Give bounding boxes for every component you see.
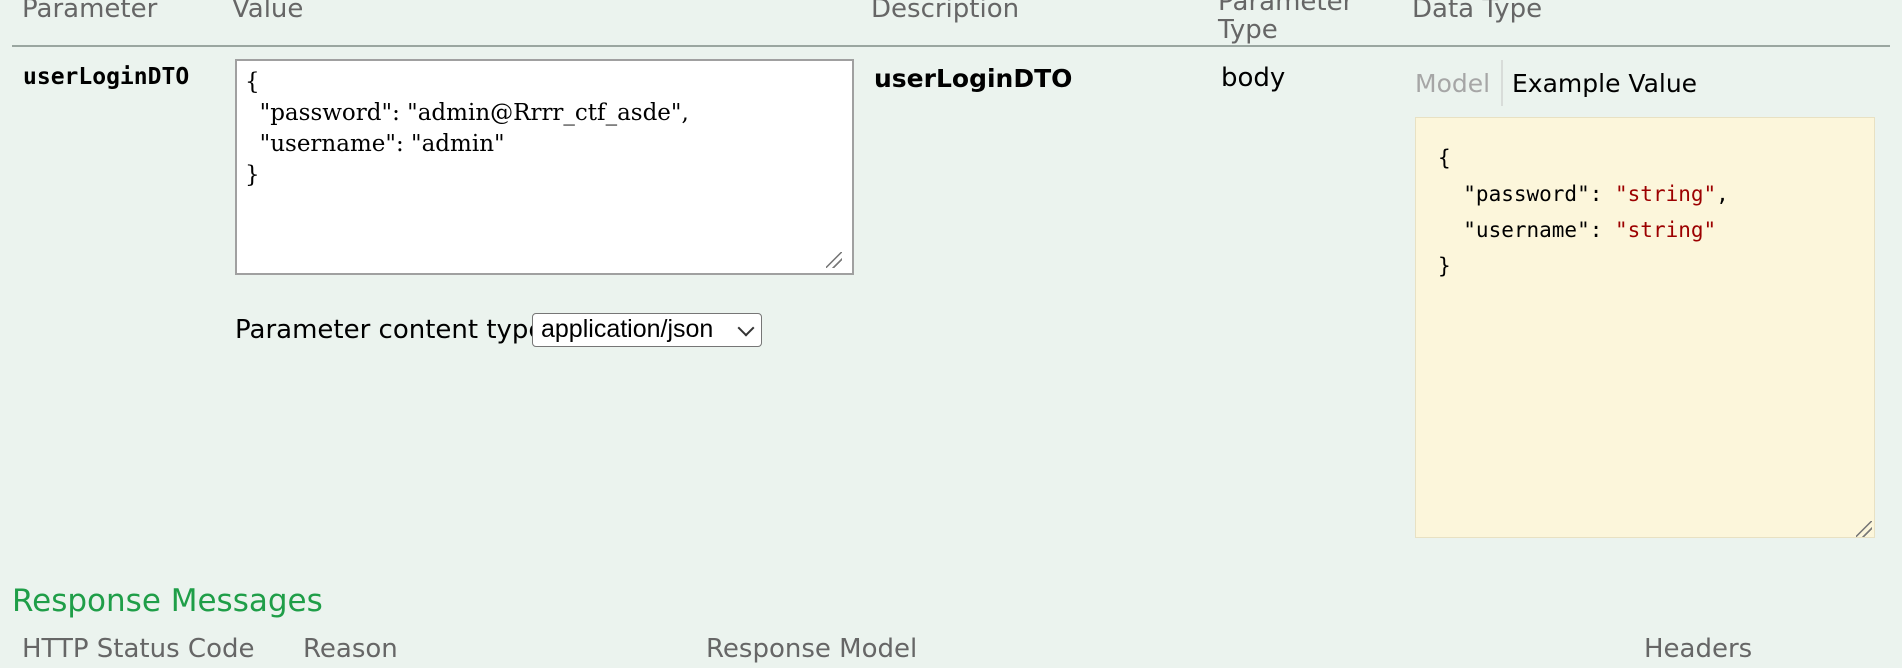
json-key-password: "password": — [1438, 182, 1616, 206]
tab-model[interactable]: Model — [1415, 69, 1491, 98]
column-header-description: Description — [871, 0, 1020, 24]
column-header-value: Value — [232, 0, 304, 24]
json-close-brace: } — [1438, 254, 1451, 278]
parameter-description: userLoginDTO — [874, 64, 1073, 93]
column-header-headers: Headers — [1644, 634, 1753, 664]
content-type-label: Parameter content type: — [235, 315, 554, 345]
content-type-selected-value: application/json — [541, 315, 714, 343]
json-key-username: "username": — [1438, 218, 1616, 242]
json-open-brace: { — [1438, 146, 1451, 170]
example-value-snippet[interactable]: { "password": "string", "username": "str… — [1415, 117, 1875, 538]
resize-grip-icon[interactable] — [1856, 521, 1872, 537]
header-divider — [12, 45, 1890, 47]
json-value-username: "string" — [1615, 218, 1717, 242]
response-messages-title: Response Messages — [12, 583, 323, 619]
content-type-select[interactable]: application/json — [532, 313, 762, 347]
tab-divider — [1501, 60, 1503, 106]
column-header-reason: Reason — [303, 634, 398, 664]
body-value-textarea[interactable]: { "password": "admin@Rrrr_ctf_asde", "us… — [235, 59, 854, 275]
column-header-parameter-type: Parameter Type — [1218, 0, 1354, 45]
json-value-password: "string" — [1615, 182, 1717, 206]
column-header-http-status-code: HTTP Status Code — [22, 634, 255, 664]
parameter-type: body — [1221, 63, 1286, 93]
column-header-data-type: Data Type — [1412, 0, 1543, 24]
parameter-name: userLoginDTO — [23, 64, 190, 90]
tab-example-value[interactable]: Example Value — [1512, 69, 1698, 98]
column-header-response-model: Response Model — [706, 634, 918, 664]
column-header-parameter: Parameter — [22, 0, 158, 24]
example-json: { "password": "string", "username": "str… — [1438, 140, 1729, 284]
chevron-down-icon — [737, 319, 755, 337]
json-comma: , — [1716, 182, 1729, 206]
